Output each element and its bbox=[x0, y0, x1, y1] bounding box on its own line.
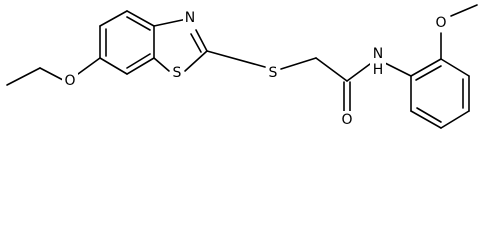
ring-nitrogen-label: N bbox=[185, 10, 195, 26]
bond-ethyl-ch2-o bbox=[39, 67, 64, 81]
bond-s1-fusion-c bbox=[153, 57, 170, 72]
bond-carbonyl-nh bbox=[346, 63, 371, 82]
methoxy-oxygen-atom: O bbox=[433, 14, 449, 32]
bond-phenyl-1 bbox=[410, 58, 442, 77]
bond-phenyl-5-inner bbox=[416, 107, 442, 123]
bond-benzo-2 bbox=[99, 10, 128, 27]
methoxy-oxygen-label: O bbox=[435, 15, 446, 31]
bond-ch2-carbonyl bbox=[315, 57, 348, 82]
bond-phenyl-2 bbox=[440, 58, 470, 77]
ring-nitrogen-atom: N bbox=[183, 9, 197, 27]
bond-benzo-6 bbox=[99, 57, 128, 75]
bond-ethyl-terminal bbox=[6, 67, 41, 86]
bond-o-benzo bbox=[77, 57, 101, 75]
ethoxy-oxygen-atom: O bbox=[62, 72, 78, 90]
bond-benzo-5-inner bbox=[126, 53, 151, 69]
bond-c2-s-linker bbox=[206, 50, 266, 68]
bond-benzo-3-inner bbox=[126, 16, 151, 31]
bond-n-c2-inner bbox=[190, 33, 202, 53]
bond-o-methyl bbox=[450, 4, 478, 17]
bond-fusion-c-n bbox=[153, 18, 188, 27]
bonds bbox=[6, 4, 478, 129]
bond-nh-phenyl bbox=[384, 62, 412, 77]
bond-benzo-3 bbox=[126, 10, 155, 27]
bond-n-c2 bbox=[195, 29, 208, 52]
carbonyl-oxygen-label: O bbox=[341, 112, 352, 128]
bond-c2-s1 bbox=[184, 50, 208, 72]
thioether-sulfur-atom: S bbox=[266, 64, 280, 82]
carbonyl-oxygen-atom: O bbox=[339, 111, 355, 129]
ethoxy-oxygen-label: O bbox=[64, 73, 75, 89]
bond-benzo-5 bbox=[126, 57, 155, 75]
bond-phenyl-5 bbox=[410, 110, 442, 129]
ring-sulfur-atom: S bbox=[170, 64, 184, 82]
bond-phenyl-4 bbox=[440, 110, 470, 129]
bond-phenyl-1-inner bbox=[415, 65, 442, 81]
ring-sulfur-label: S bbox=[173, 65, 182, 81]
bond-s-ch2 bbox=[280, 57, 317, 70]
thioether-sulfur-label: S bbox=[269, 65, 278, 81]
